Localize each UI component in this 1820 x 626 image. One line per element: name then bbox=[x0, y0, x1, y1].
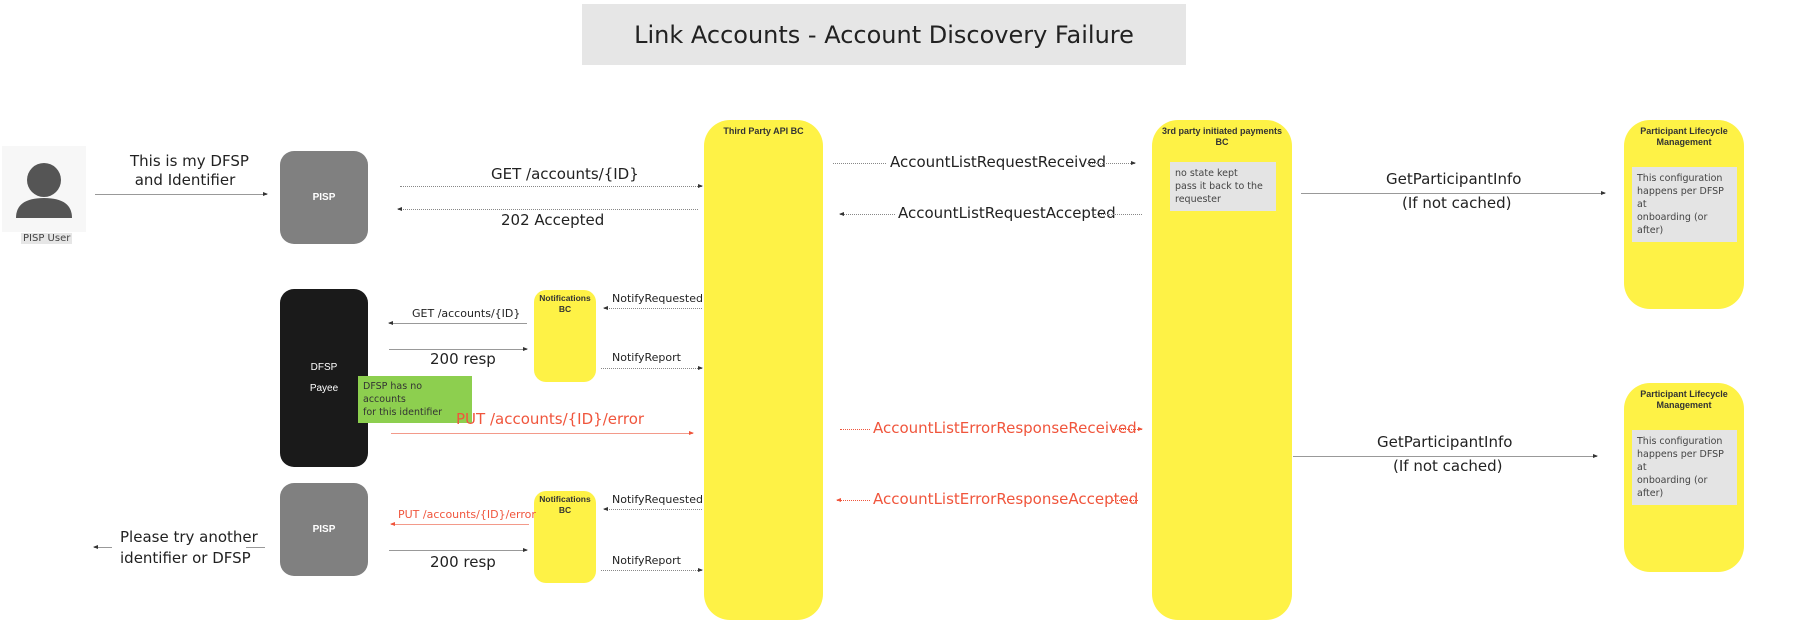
note-line: no state kept bbox=[1175, 168, 1238, 179]
no-state-note: no state kept pass it back to the reques… bbox=[1170, 162, 1276, 211]
msg-get-participant-info-2: GetParticipantInfo bbox=[1377, 433, 1513, 451]
arrow-request-received bbox=[1087, 161, 1136, 165]
participant-lifecycle-label: Participant Lifecycle Management bbox=[1640, 389, 1728, 410]
third-party-api-bc-label: Third Party API BC bbox=[723, 126, 804, 136]
arrow-error-response-received bbox=[1113, 427, 1143, 431]
msg-put-error: PUT /accounts/{ID}/error bbox=[456, 410, 645, 428]
arrow-user-to-pisp bbox=[95, 192, 268, 196]
arrow-error-response-accepted bbox=[836, 498, 870, 502]
arrow-request-received-tail bbox=[833, 163, 886, 164]
arrow-get-accounts bbox=[400, 184, 703, 188]
arrow-put-error-pisp bbox=[390, 522, 529, 526]
msg-get-participant-info-1: GetParticipantInfo bbox=[1386, 170, 1522, 188]
msg-notify-report-1: NotifyReport bbox=[612, 351, 681, 364]
note-line: happens per DFSP at bbox=[1637, 449, 1724, 473]
diagram-title: Link Accounts - Account Discovery Failur… bbox=[582, 4, 1186, 65]
pisp-top-actor: PISP bbox=[280, 151, 368, 244]
arrow-error-accepted-tail bbox=[1112, 500, 1138, 501]
notifications-bc-label: Notifications BC bbox=[539, 494, 591, 515]
arrow-request-accepted bbox=[839, 212, 895, 216]
third-party-payments-bc: 3rd party initiated payments BC no state… bbox=[1152, 120, 1292, 620]
dfsp-payee-actor: DFSP Payee bbox=[280, 289, 368, 467]
arrow-error-received-tail bbox=[840, 429, 870, 430]
msg-notify-requested-2: NotifyRequested bbox=[612, 493, 703, 506]
participant-lifecycle-management-1: Participant Lifecycle Management This co… bbox=[1624, 120, 1744, 309]
msg-notify-report-2: NotifyReport bbox=[612, 554, 681, 567]
pisp-user-avatar bbox=[2, 146, 86, 232]
note-line: onboarding (or after) bbox=[1637, 475, 1708, 499]
pisp-user-label: PISP User bbox=[21, 233, 73, 244]
arrow-202-accepted bbox=[397, 207, 698, 211]
msg-200-resp-1: 200 resp bbox=[430, 350, 496, 368]
dfsp-label: DFSP bbox=[310, 362, 338, 373]
msg-error-response-accepted: AccountListErrorResponseAccepted bbox=[873, 490, 1139, 508]
msg-202-accepted: 202 Accepted bbox=[501, 211, 605, 229]
note-line: pass it back to the bbox=[1175, 181, 1263, 192]
arrow-notify-requested-1 bbox=[603, 306, 702, 310]
msg-line: Please try another bbox=[120, 528, 258, 546]
arrow-notify-report-2 bbox=[601, 568, 703, 572]
msg-put-error-pisp: PUT /accounts/{ID}/error bbox=[398, 508, 536, 521]
third-party-api-bc: Third Party API BC bbox=[704, 120, 823, 620]
note-line: happens per DFSP at bbox=[1637, 186, 1724, 210]
configuration-note: This configuration happens per DFSP at o… bbox=[1632, 167, 1737, 242]
msg-line: This is my DFSP bbox=[130, 152, 249, 170]
msg-line: and Identifier bbox=[134, 171, 236, 189]
payee-label: Payee bbox=[309, 383, 339, 394]
msg-account-list-request-received: AccountListRequestReceived bbox=[890, 153, 1106, 171]
msg-notify-requested-1: NotifyRequested bbox=[612, 292, 703, 305]
arrow-pisp-to-user-tail bbox=[246, 547, 265, 548]
msg-user-to-pisp: This is my DFSP and Identifier bbox=[130, 152, 249, 190]
msg-pisp-to-user: Please try another identifier or DFSP bbox=[120, 527, 258, 569]
msg-if-not-cached-2: (If not cached) bbox=[1393, 457, 1503, 475]
note-line: onboarding (or after) bbox=[1637, 212, 1708, 236]
arrow-get-participant-info-2 bbox=[1293, 454, 1598, 458]
arrow-get-participant-info-1 bbox=[1301, 191, 1606, 195]
note-line: This configuration bbox=[1637, 173, 1723, 184]
participant-lifecycle-label: Participant Lifecycle Management bbox=[1640, 126, 1728, 147]
msg-get-accounts: GET /accounts/{ID} bbox=[491, 165, 639, 183]
dfsp-no-accounts-note: DFSP has no accounts for this identifier bbox=[358, 376, 472, 423]
note-line: This configuration bbox=[1637, 436, 1723, 447]
person-icon bbox=[16, 163, 72, 218]
msg-get-accounts-dfsp: GET /accounts/{ID} bbox=[412, 307, 521, 320]
arrow-put-error bbox=[391, 431, 694, 435]
note-line: DFSP has no accounts bbox=[363, 381, 423, 405]
note-line: requester bbox=[1175, 194, 1221, 205]
notifications-bc-1: Notifications BC bbox=[534, 290, 596, 382]
arrow-pisp-to-user bbox=[93, 545, 112, 549]
participant-lifecycle-management-2: Participant Lifecycle Management This co… bbox=[1624, 383, 1744, 572]
msg-line: identifier or DFSP bbox=[120, 549, 251, 567]
note-line: for this identifier bbox=[363, 407, 443, 418]
arrow-notify-report-1 bbox=[601, 366, 703, 370]
notifications-bc-label: Notifications BC bbox=[539, 293, 591, 314]
msg-200-resp-2: 200 resp bbox=[430, 553, 496, 571]
pisp-bottom-actor: PISP bbox=[280, 483, 368, 576]
msg-account-list-request-accepted: AccountListRequestAccepted bbox=[898, 204, 1116, 222]
arrow-get-accounts-dfsp bbox=[388, 321, 527, 325]
configuration-note: This configuration happens per DFSP at o… bbox=[1632, 430, 1737, 505]
arrow-request-accepted-tail bbox=[1094, 214, 1142, 215]
third-party-payments-bc-label: 3rd party initiated payments BC bbox=[1161, 126, 1283, 147]
arrow-200-resp-1 bbox=[389, 347, 528, 351]
arrow-200-resp-2 bbox=[389, 548, 528, 552]
arrow-notify-requested-2 bbox=[603, 507, 702, 511]
notifications-bc-2: Notifications BC bbox=[534, 491, 596, 583]
msg-error-response-received: AccountListErrorResponseReceived bbox=[873, 419, 1137, 437]
msg-if-not-cached-1: (If not cached) bbox=[1402, 194, 1512, 212]
